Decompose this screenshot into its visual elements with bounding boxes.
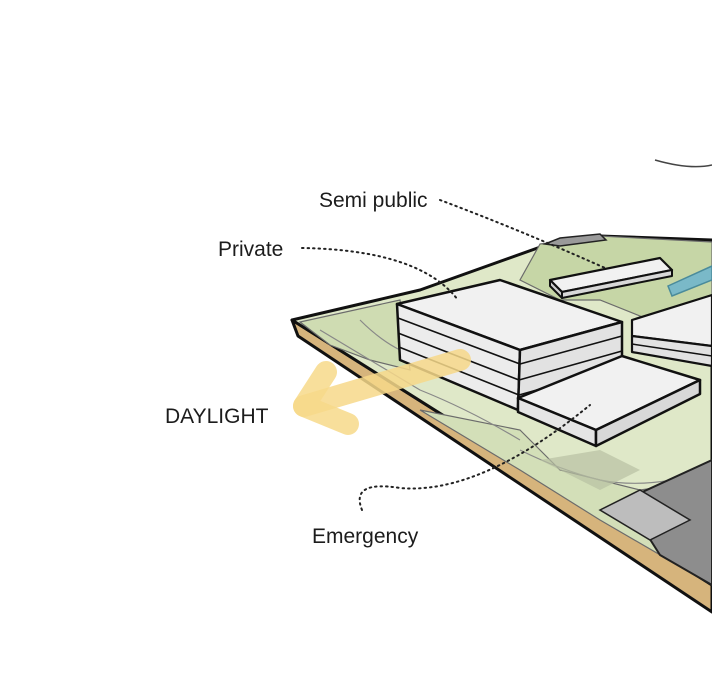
contour-line-1 <box>319 329 521 441</box>
emergency-leader <box>358 404 591 511</box>
back-wall <box>542 233 608 247</box>
green-zone-left <box>298 299 411 371</box>
semi-public-leader <box>439 199 606 269</box>
paving-light <box>598 489 692 541</box>
private-leader <box>301 247 459 301</box>
semi-public-label: Semi public <box>319 189 428 212</box>
private-label: Private <box>218 238 283 261</box>
emergency-building <box>516 354 702 448</box>
daylight-arrow <box>293 349 471 435</box>
green-zone-front <box>419 409 712 586</box>
paving-area <box>540 450 712 586</box>
emergency-right-face <box>594 378 702 448</box>
emergency-label: Emergency <box>312 525 419 548</box>
sky-curve-line <box>654 159 712 168</box>
semi-public-block <box>548 256 674 299</box>
contour-line-2 <box>359 319 401 351</box>
right-building <box>630 293 712 368</box>
paving-shadow <box>540 450 640 490</box>
blue-wind-arrow <box>667 265 712 297</box>
daylight-label: DAYLIGHT <box>165 405 269 428</box>
